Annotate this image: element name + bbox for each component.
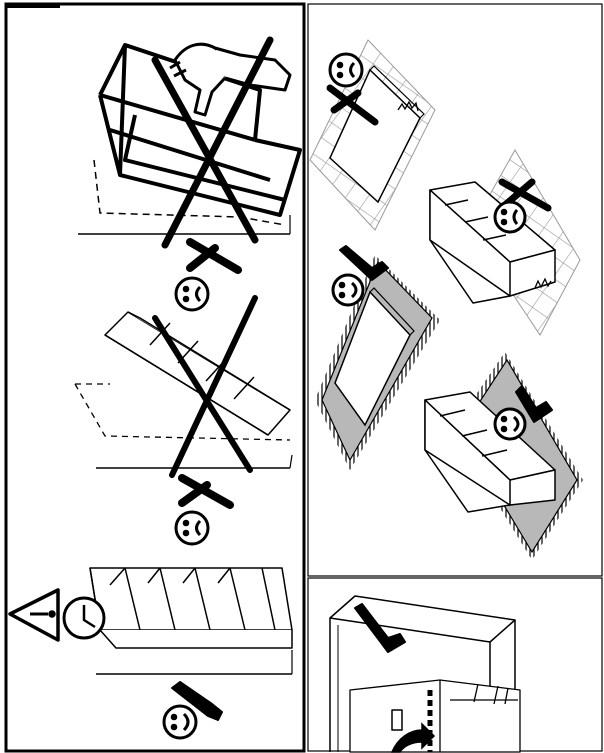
cross-out-large	[151, 36, 274, 249]
box-on-rug-scene	[424, 352, 583, 560]
flat-panel	[334, 290, 411, 427]
drawer-insertion-scene	[329, 595, 521, 753]
left-tall-panel	[8, 36, 302, 740]
cabinet-top	[329, 595, 516, 643]
person-hand	[169, 42, 292, 117]
bottom-right-panel	[329, 595, 521, 753]
frown-face-icon	[174, 510, 210, 546]
box-on-hard-floor-scene	[429, 148, 581, 336]
frown-face-icon	[174, 276, 210, 312]
shelf-tipping-over-scene	[78, 36, 302, 249]
shelf-falling-diagonally-scene	[74, 295, 293, 478]
left-panel-frame	[4, 2, 306, 753]
wall-anchor-icon	[62, 596, 106, 640]
top-right-panel	[309, 39, 583, 560]
cross-mark-icon	[186, 238, 242, 274]
open-box	[429, 181, 556, 304]
check-mark-icon	[339, 245, 389, 281]
smile-face-icon	[331, 273, 365, 307]
smile-face-icon	[162, 704, 198, 740]
frown-face-icon	[328, 52, 364, 88]
check-mark-icon	[515, 385, 553, 423]
curved-arrow-icon	[390, 722, 436, 753]
check-mark-icon	[171, 681, 223, 721]
wall-line	[289, 454, 293, 469]
shelf-ghost-outline	[93, 159, 286, 226]
warning-triangle-icon	[8, 588, 60, 642]
smile-face-icon	[493, 407, 527, 441]
cross-mark-icon	[178, 474, 234, 509]
panel-on-rug-scene	[315, 255, 440, 470]
top-right-panel-frame	[307, 3, 603, 577]
check-mark-icon	[354, 603, 406, 653]
scratch-mark	[534, 277, 552, 289]
shelf-ghost-outline	[74, 383, 291, 441]
cross-mark-icon	[326, 84, 379, 126]
upright-shelf-lying	[89, 567, 293, 649]
shelf-secured-to-wall-scene	[89, 567, 293, 675]
drawer-handle-slot	[391, 709, 403, 731]
cross-out-large	[152, 295, 258, 478]
scratch-mark	[397, 100, 419, 112]
open-box	[424, 391, 556, 513]
drawer	[349, 679, 521, 753]
panel-on-hard-floor-scene	[309, 39, 436, 231]
frown-face-icon	[493, 200, 527, 234]
flat-panel	[329, 68, 421, 204]
panel-frames	[4, 2, 603, 753]
